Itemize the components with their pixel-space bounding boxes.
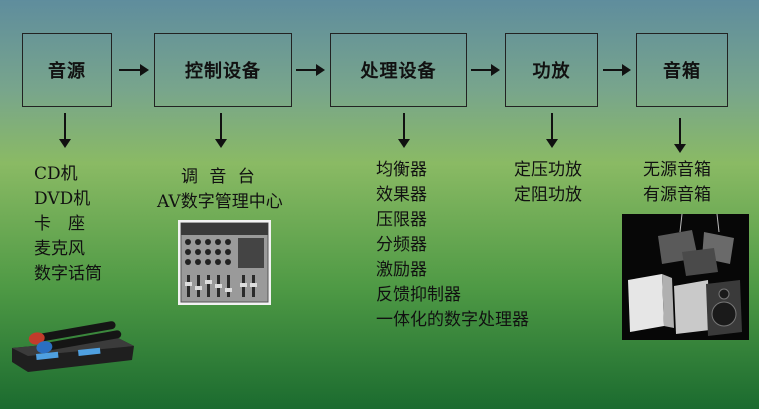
- flow-arrow-3: [471, 64, 500, 76]
- list-item: 压限器: [376, 210, 427, 230]
- flow-arrow-4: [603, 64, 631, 76]
- list-item: 激励器: [376, 260, 427, 280]
- list-item: 定阻功放: [514, 185, 582, 205]
- list-source: CD机 DVD机 卡 座 麦克风 数字话筒: [34, 162, 102, 287]
- list-item: 无源音箱: [643, 160, 711, 180]
- box-audio-source: 音源: [22, 33, 112, 107]
- flow-arrow-2: [296, 64, 325, 76]
- box-label: 音源: [48, 61, 86, 82]
- down-arrow-source: [59, 113, 71, 148]
- speakers-image: [622, 214, 749, 340]
- list-amplifier: 定压功放 定阻功放: [514, 158, 582, 208]
- list-item: DVD机: [34, 189, 91, 209]
- down-arrow-amplifier: [546, 113, 558, 148]
- list-item: 均衡器: [376, 160, 427, 180]
- list-item: 调 音 台: [181, 167, 258, 187]
- list-item: 反馈抑制器: [376, 285, 461, 305]
- mixer-image: [178, 220, 271, 305]
- list-item: 卡 座: [34, 214, 85, 234]
- list-item: AV数字管理中心: [157, 192, 283, 212]
- list-item: 效果器: [376, 185, 427, 205]
- down-arrow-control: [215, 113, 227, 148]
- list-item: 定压功放: [514, 160, 582, 180]
- list-item: 有源音箱: [643, 185, 711, 205]
- list-control: 调 音 台 AV数字管理中心: [157, 165, 283, 215]
- box-label: 功放: [532, 61, 571, 82]
- down-arrow-speaker: [674, 118, 686, 153]
- box-control-device: 控制设备: [154, 33, 292, 107]
- down-arrow-processing: [398, 113, 410, 148]
- box-amplifier: 功放: [505, 33, 598, 107]
- box-label: 控制设备: [185, 61, 261, 82]
- microphone-image: [12, 321, 134, 372]
- box-label: 处理设备: [360, 61, 437, 82]
- box-label: 音箱: [663, 61, 701, 82]
- list-item: 数字话筒: [34, 264, 102, 284]
- list-item: 分频器: [376, 235, 427, 255]
- list-speaker: 无源音箱 有源音箱: [643, 158, 711, 208]
- list-item: CD机: [34, 164, 78, 184]
- list-item: 一体化的数字处理器: [376, 310, 529, 330]
- box-processing-device: 处理设备: [330, 33, 467, 107]
- box-speaker: 音箱: [636, 33, 728, 107]
- flow-arrow-1: [119, 64, 149, 76]
- list-processing: 均衡器 效果器 压限器 分频器 激励器 反馈抑制器 一体化的数字处理器: [376, 158, 529, 333]
- list-item: 麦克风: [34, 239, 85, 259]
